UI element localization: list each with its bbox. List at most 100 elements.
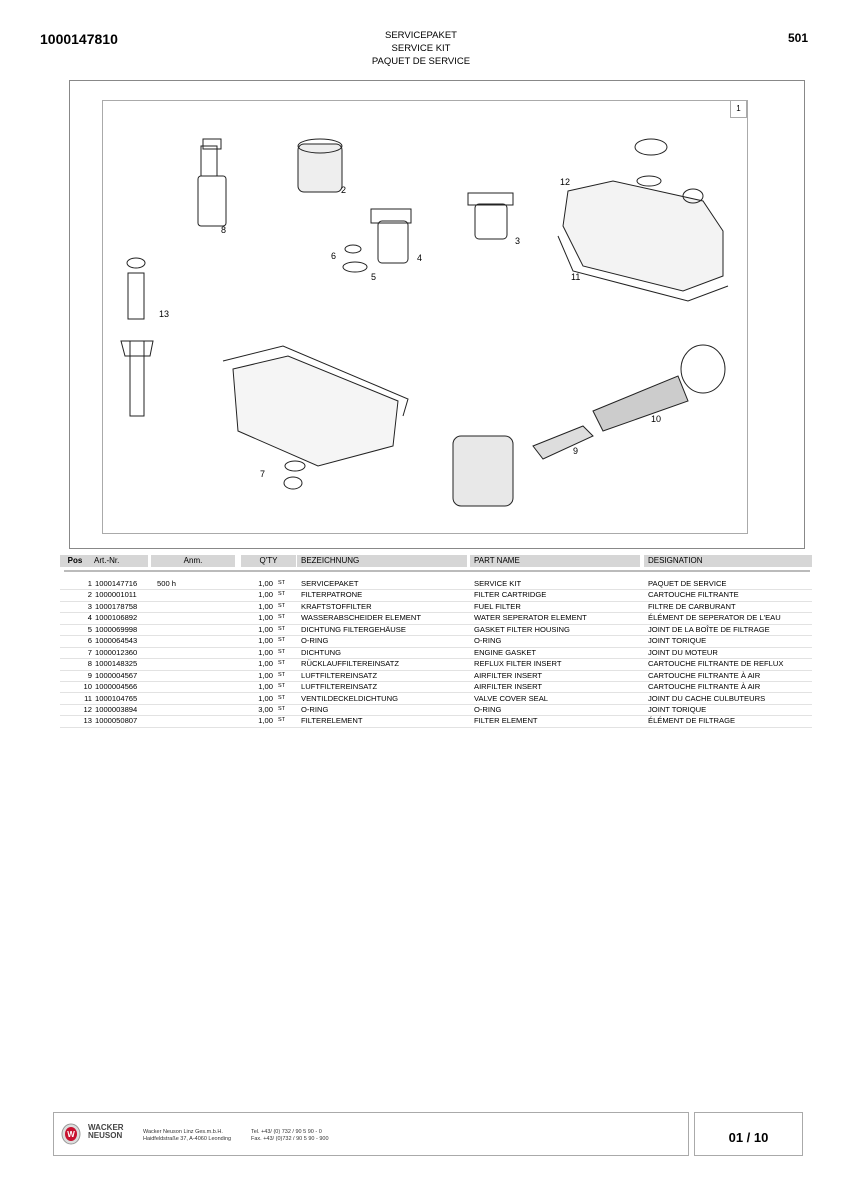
cell-art: 1000004567 — [95, 670, 138, 680]
cell-pos: 10 — [83, 682, 92, 692]
cell-qty: 1,00 — [258, 624, 273, 634]
cell-qty: 1,00 — [258, 693, 273, 703]
cell-anm: 500 h — [157, 579, 177, 588]
page-number: 01 / 10 — [694, 1112, 803, 1156]
callout-12: 12 — [560, 177, 571, 187]
cell-unit: ST — [278, 660, 286, 667]
cell-pos: 4 — [87, 613, 92, 623]
cell-pos: 6 — [87, 636, 92, 646]
cell-pos: 12 — [83, 704, 92, 714]
cell-part: WATER SEPERATOR ELEMENT — [474, 613, 587, 623]
cell-unit: ST — [278, 637, 286, 644]
cell-qty: 1,00 — [258, 670, 273, 680]
cell-unit: ST — [278, 705, 286, 712]
cell-qty: 1,00 — [258, 682, 273, 692]
cell-art: 1000064543 — [95, 636, 138, 646]
cell-qty: 1,00 — [258, 601, 273, 611]
cell-des: CARTOUCHE FILTRANTE À AIR — [648, 682, 761, 692]
cell-unit: ST — [278, 614, 286, 621]
cell-qty: 1,00 — [258, 659, 273, 669]
callout-8: 8 — [221, 225, 227, 235]
cell-art: 1000004566 — [95, 682, 138, 692]
cell-unit: ST — [278, 625, 286, 632]
cell-des: JOINT DU CACHE CULBUTEURS — [648, 693, 766, 703]
phone: Tel. +43/ (0) 732 / 90 5 90 - 0 — [251, 1129, 322, 1135]
cell-bez: SERVICEPAKET — [301, 579, 359, 588]
cell-bez: O-RING — [301, 636, 329, 646]
col-pos: Pos — [60, 555, 90, 567]
cell-art: 1000012360 — [95, 647, 138, 657]
cell-unit: ST — [278, 591, 286, 598]
cell-des: ÉLÉMENT DE SEPERATOR DE L'EAU — [648, 613, 781, 623]
cell-bez: DICHTUNG — [301, 647, 342, 657]
cell-pos: 9 — [87, 670, 92, 680]
cell-pos: 2 — [87, 590, 92, 600]
cell-bez: FILTERELEMENT — [301, 716, 363, 726]
cell-pos: 8 — [87, 659, 92, 669]
cell-pos: 13 — [83, 716, 92, 726]
cell-qty: 1,00 — [258, 613, 273, 623]
cell-part: FILTER CARTRIDGE — [474, 590, 547, 600]
cell-part: O-RING — [474, 704, 502, 714]
cell-bez: LUFTFILTEREINSATZ — [301, 670, 378, 680]
cell-pos: 5 — [87, 624, 92, 634]
diagram-drawing — [120, 138, 729, 507]
cell-des: JOINT DE LA BOÎTE DE FILTRAGE — [648, 624, 770, 634]
cell-art: 1000001011 — [95, 590, 137, 600]
wacker-neuson-logo-icon: W — [61, 1123, 81, 1145]
cell-bez: DICHTUNG FILTERGEHÄUSE — [301, 624, 406, 634]
col-art: Art.-Nr. — [90, 555, 148, 567]
cell-des: FILTRE DE CARBURANT — [648, 601, 736, 611]
cell-unit: ST — [278, 694, 286, 701]
callout-6: 6 — [331, 251, 337, 261]
title-en: SERVICE KIT — [391, 43, 451, 54]
cell-art: 1000147716 — [95, 579, 138, 588]
cell-unit: ST — [278, 683, 286, 690]
callout-7: 7 — [260, 469, 266, 479]
callout-2: 2 — [341, 185, 347, 195]
cell-qty: 1,00 — [258, 636, 273, 646]
part-13-filter-element — [120, 257, 154, 417]
cell-bez: FILTERPATRONE — [301, 590, 363, 600]
cell-part: GASKET FILTER HOUSING — [474, 624, 570, 634]
cell-des: ÉLÉMENT DE FILTRAGE — [648, 716, 736, 726]
title-fr: PAQUET DE SERVICE — [371, 56, 471, 67]
cell-des: CARTOUCHE FILTRANTE DE REFLUX — [648, 659, 784, 669]
callout-4: 4 — [417, 253, 423, 263]
cell-art: 1000104765 — [95, 693, 138, 703]
part-2-cartridge — [297, 138, 343, 193]
col-bez: BEZEICHNUNG — [297, 555, 467, 567]
part-7-oil-pan — [222, 345, 409, 467]
part-8-filter — [197, 138, 227, 227]
cell-part: SERVICE KIT — [474, 579, 522, 588]
cell-des: CARTOUCHE FILTRANTE À AIR — [648, 670, 761, 680]
contact-info: Tel. +43/ (0) 732 / 90 5 90 - 0 Fax. +43… — [251, 1129, 329, 1143]
cell-qty: 1,00 — [258, 590, 273, 600]
figure-frame — [69, 80, 805, 549]
part-11-valve-cover — [557, 180, 729, 302]
title-de: SERVICEPAKET — [385, 30, 457, 41]
callout-5: 5 — [371, 272, 377, 282]
cell-des: PAQUET DE SERVICE — [648, 579, 727, 588]
cell-part: FUEL FILTER — [474, 601, 521, 611]
cell-art: 1000148325 — [95, 659, 138, 669]
logo-text: WACKER NEUSON — [88, 1124, 124, 1140]
cell-part: VALVE COVER SEAL — [474, 693, 548, 703]
cell-bez: WASSERABSCHEIDER ELEMENT — [301, 613, 421, 623]
cell-qty: 1,00 — [258, 647, 273, 657]
callout-10: 10 — [651, 414, 662, 424]
cell-des: CARTOUCHE FILTRANTE — [648, 590, 739, 600]
logo-word-2: NEUSON — [88, 1131, 123, 1140]
cell-pos: 3 — [87, 601, 92, 611]
